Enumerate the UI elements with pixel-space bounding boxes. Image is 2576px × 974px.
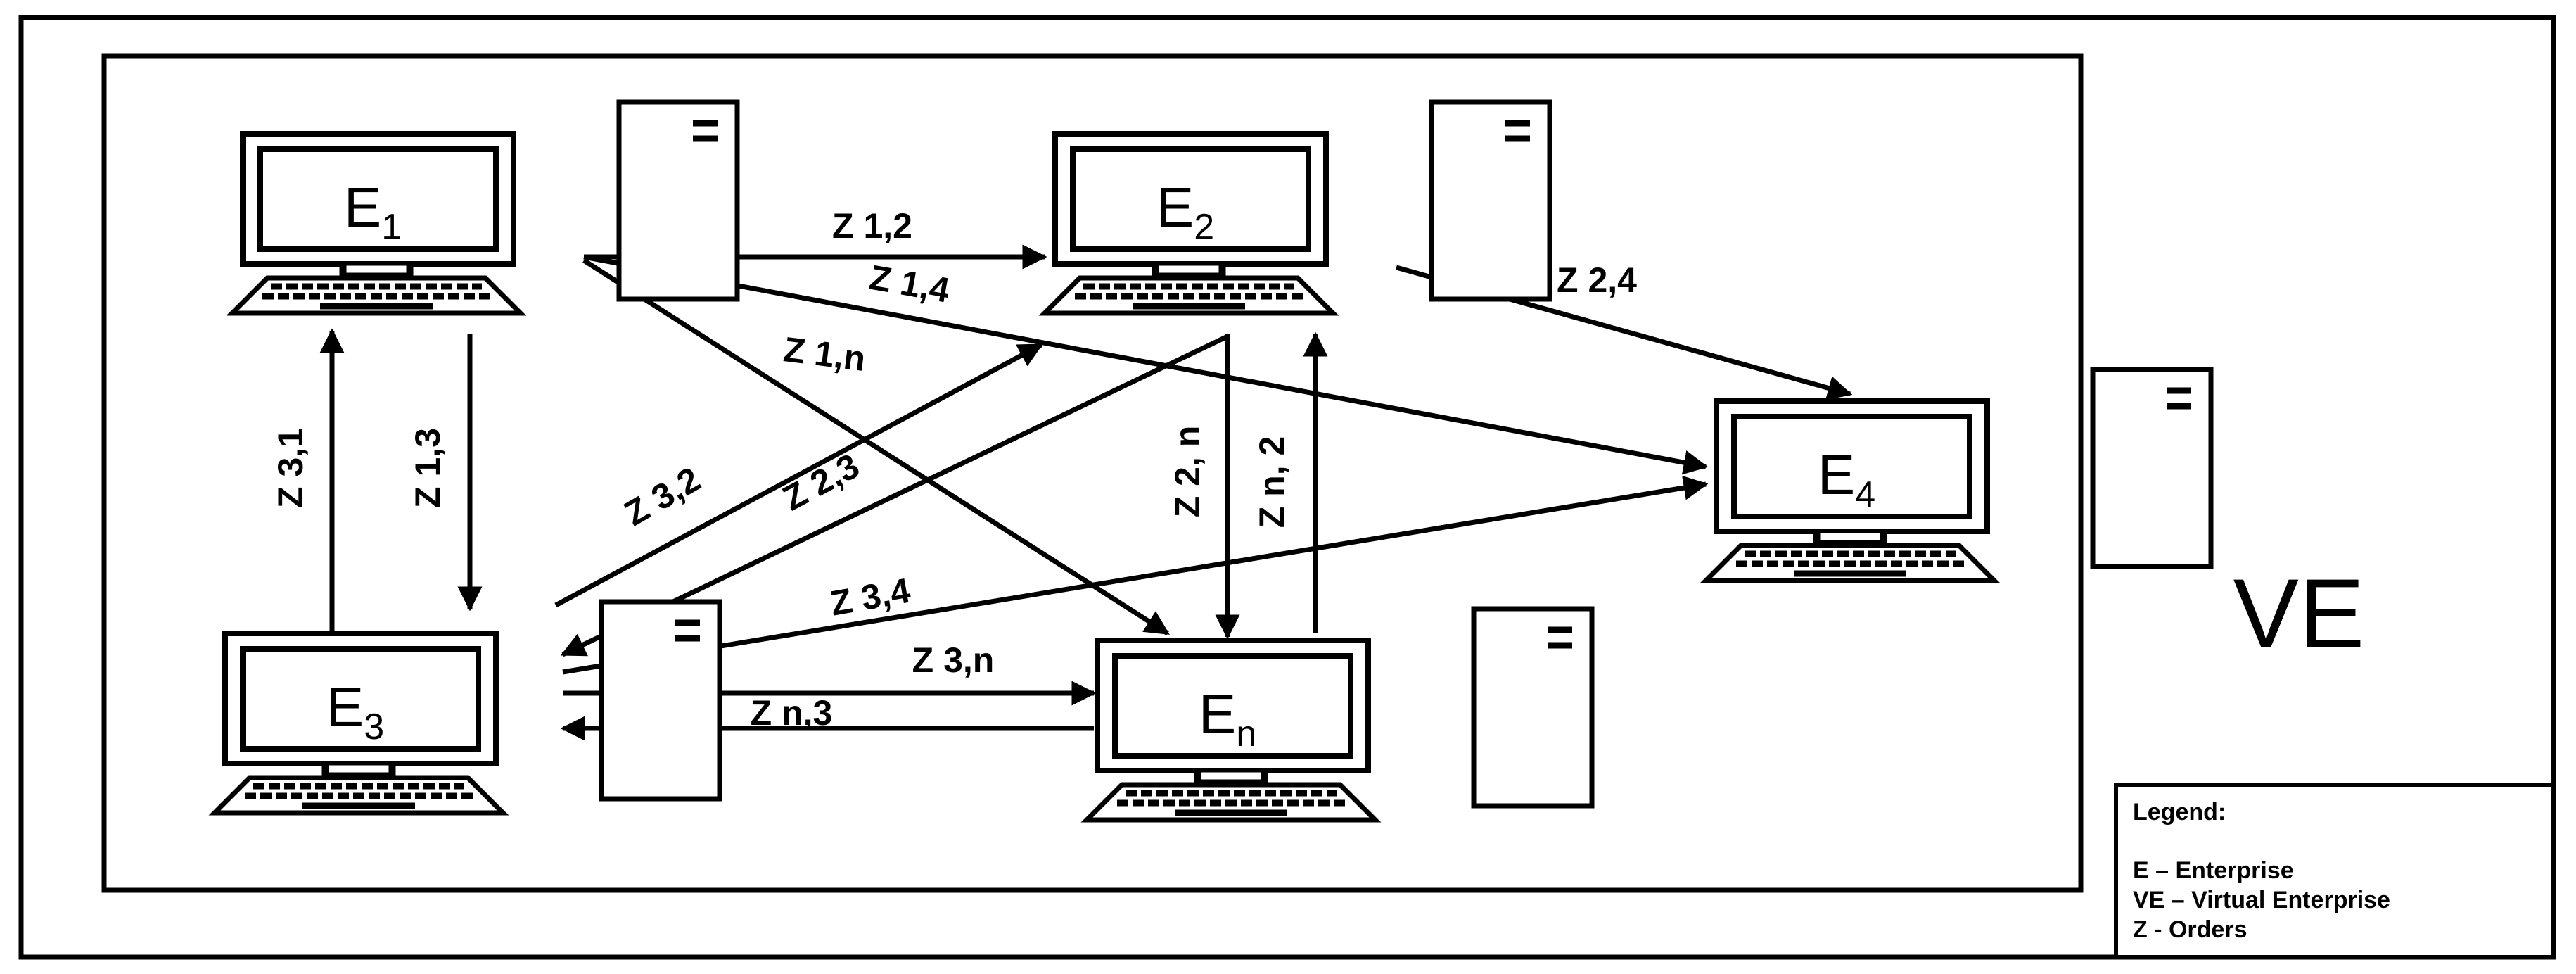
edge-z34 [562,475,1709,675]
outer-frame [18,15,2556,960]
legend: Legend: E – Enterprise VE – Virtual Ente… [2114,783,2556,959]
edge-label-z32: Z 3,2 [618,460,707,533]
edge-label-zn3: Z n,3 [751,693,833,733]
legend-item-orders: Z - Orders [2133,916,2247,943]
node-en: En [1087,609,1592,820]
computer-icon [1087,609,1592,820]
node-label: E1 [344,176,402,248]
edge-label-zn2: Z n, 2 [1252,436,1292,529]
edge-z32 [554,342,1044,608]
computer-icon [1045,102,1550,313]
edge-label-z12: Z 1,2 [832,206,912,246]
edge-label-z14: Z 1,4 [867,258,952,310]
edge-label-z2n: Z 2, n [1168,426,1207,518]
node-e4: E4 [1706,369,2211,581]
edge-label-z31: Z 3,1 [271,428,310,508]
node-label: E3 [326,676,384,747]
edge-label-z23: Z 2,3 [777,446,866,519]
legend-item-enterprise: E – Enterprise [2133,857,2294,884]
network-frame [101,53,2084,893]
computer-icon [1706,369,2211,581]
ve-label: VE [2233,558,2365,669]
edge-label-z24: Z 2,4 [1557,260,1637,300]
node-e3: E3 [215,602,720,813]
node-label: E2 [1156,176,1214,248]
edge-z14 [583,254,1709,475]
node-e1: E1 [232,102,737,313]
computer-icon [232,102,737,313]
legend-box [2114,783,2556,959]
node-e2: E2 [1045,102,1550,313]
edge-label-z3n: Z 3,n [912,640,995,680]
edge-z1n [582,258,1170,635]
edge-label-z1n: Z 1,n [782,329,868,379]
legend-item-virtual-enterprise: VE – Virtual Enterprise [2133,887,2390,913]
legend-title: Legend: [2133,799,2226,826]
edges-layer [319,244,1853,741]
edge-label-z13: Z 1,3 [408,428,447,508]
computer-icon [215,602,720,813]
